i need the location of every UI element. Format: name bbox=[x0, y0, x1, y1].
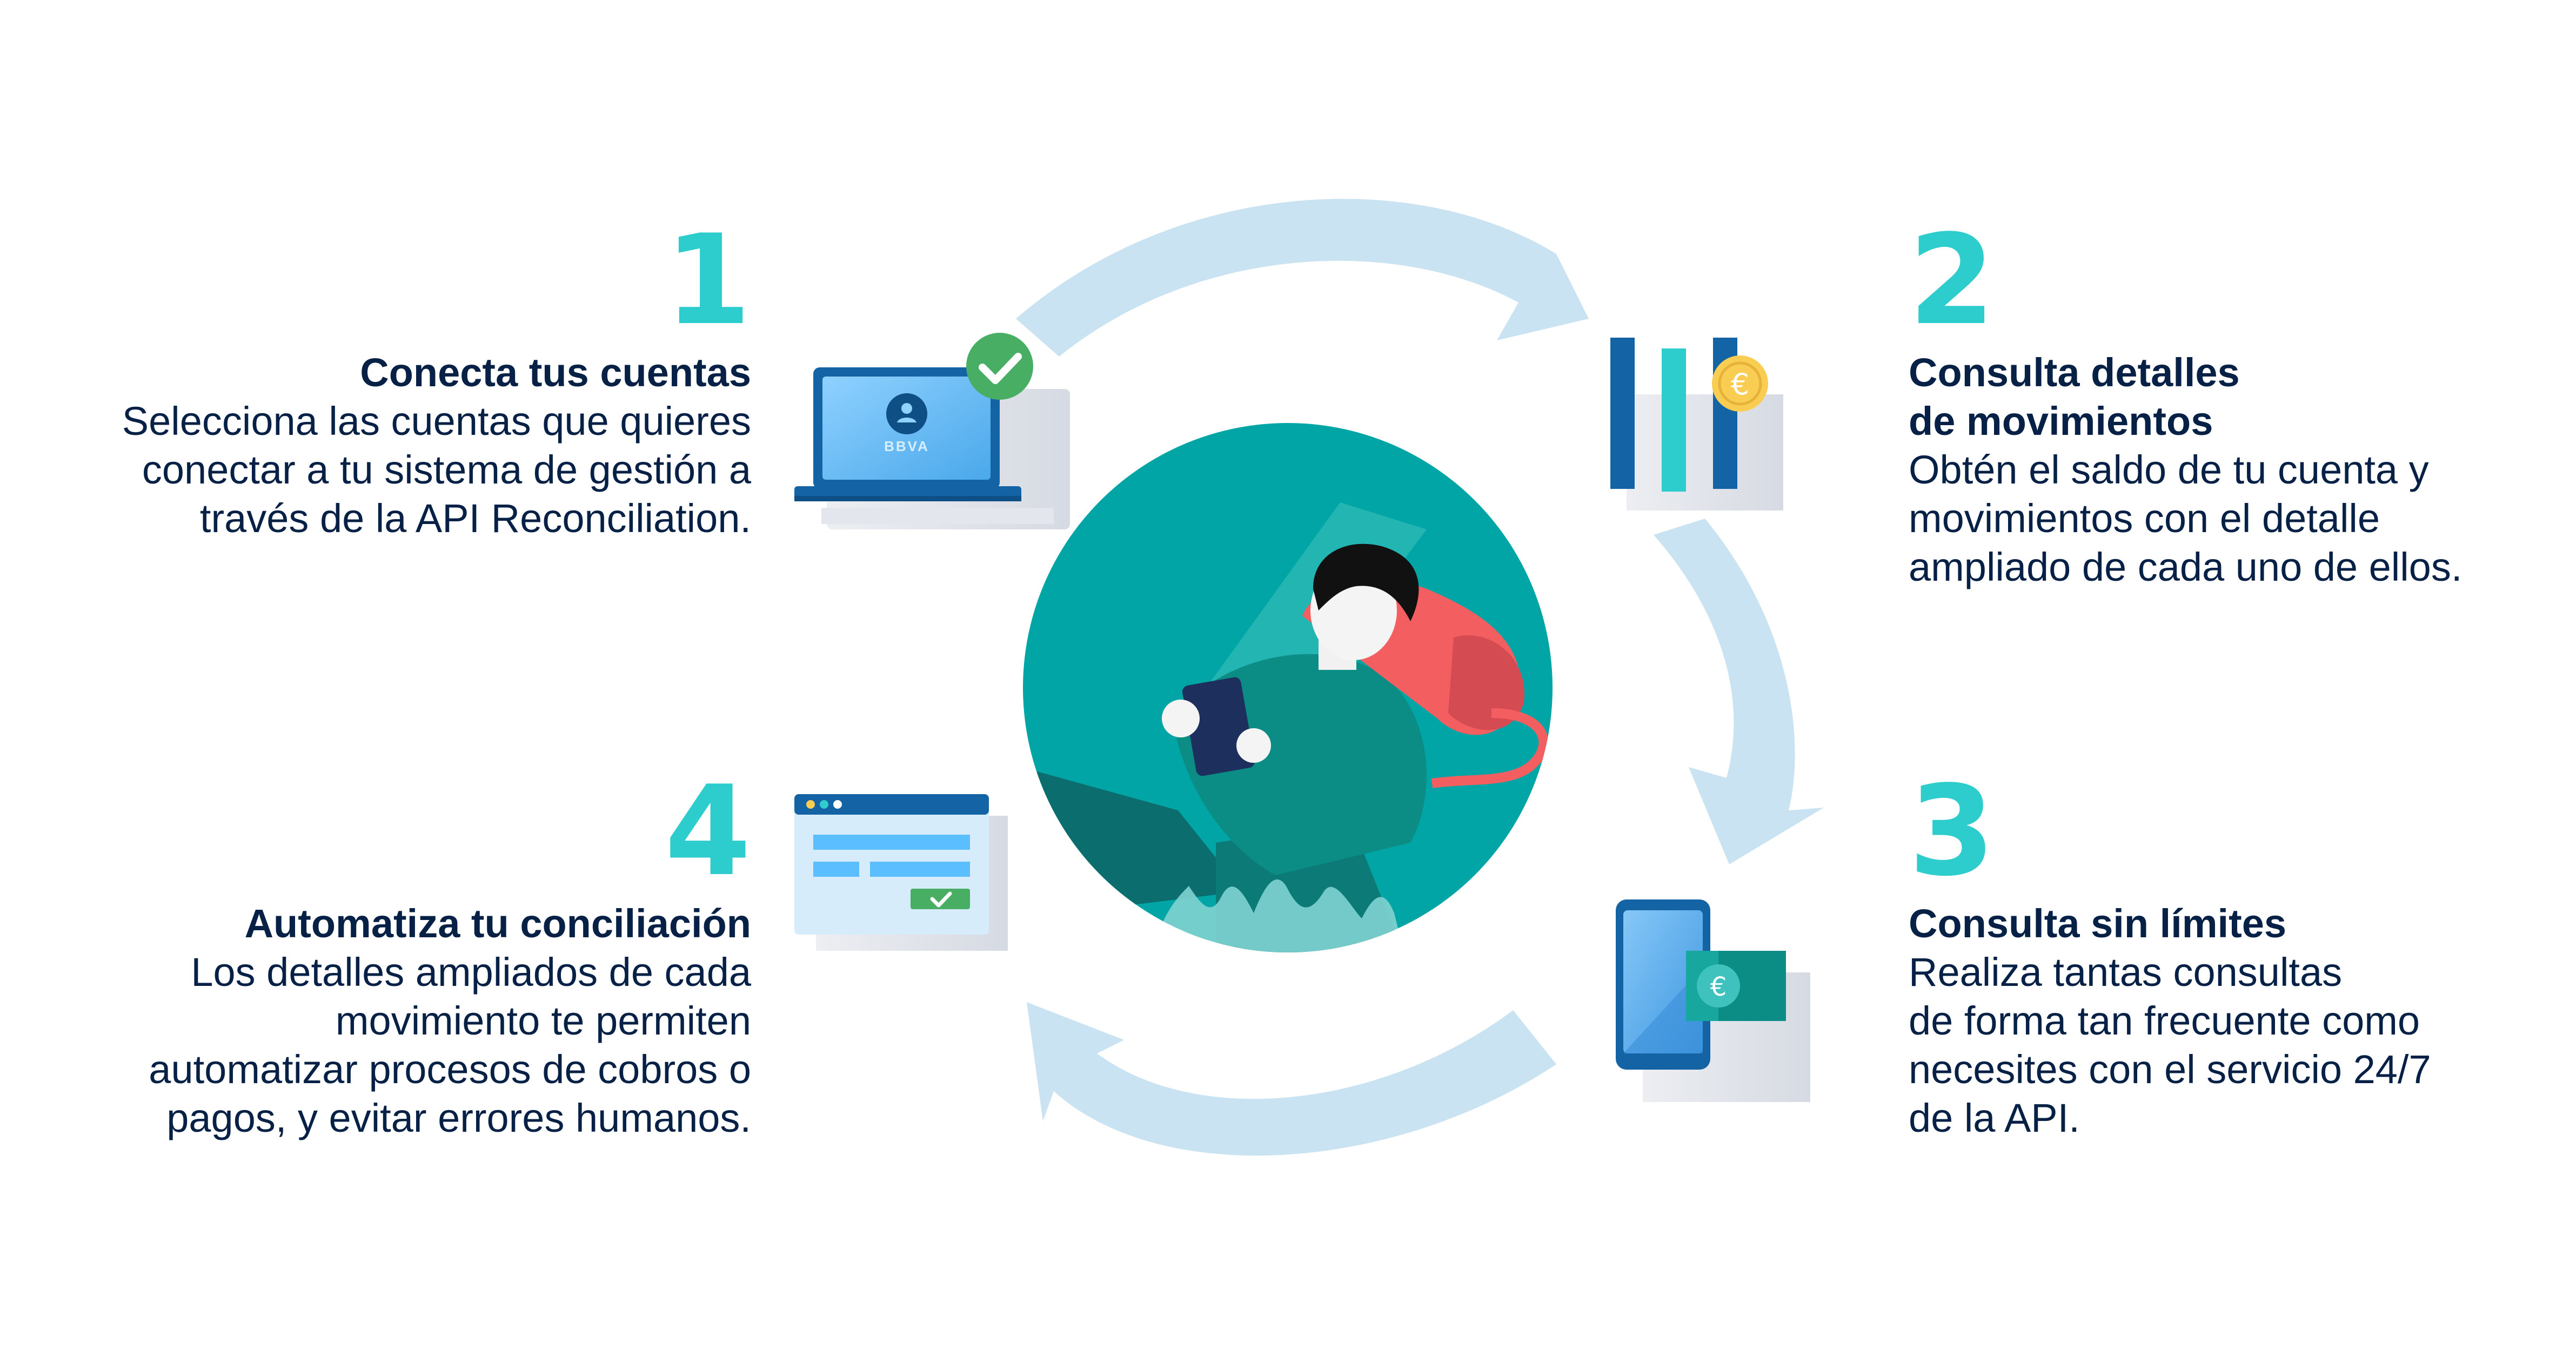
step-1-number: 1 bbox=[664, 209, 751, 353]
step-4-desc-line: movimiento te permiten bbox=[335, 998, 751, 1043]
step-2-desc-line: movimientos con el detalle bbox=[1909, 496, 2380, 541]
step-1-description: Selecciona las cuentas que quieres conec… bbox=[122, 397, 751, 543]
coin-euro-symbol: € bbox=[1731, 367, 1749, 401]
step-1-desc-line: través de la API Reconciliation. bbox=[199, 496, 751, 541]
laptop-brand-label: BBVA bbox=[884, 438, 929, 454]
step-3: 3 Consulta sin límites Realiza tantas co… bbox=[1909, 770, 2431, 1143]
step-2-desc-line: Obtén el saldo de tu cuenta y bbox=[1909, 447, 2429, 492]
step-2-title-line: Consulta detalles bbox=[1909, 350, 2240, 395]
step-1-desc-line: conectar a tu sistema de gestión a bbox=[142, 447, 751, 492]
step-2-title: Consulta detalles de movimientos bbox=[1909, 348, 2462, 446]
step-1-title: Conecta tus cuentas bbox=[122, 348, 751, 397]
banknote-euro-symbol: € bbox=[1710, 972, 1727, 1002]
cycle-arrows bbox=[1016, 199, 1824, 1156]
step-1-desc-line: Selecciona las cuentas que quieres bbox=[122, 399, 751, 444]
step-3-number: 3 bbox=[1909, 760, 1996, 904]
arrow-2-to-3 bbox=[1654, 519, 1824, 864]
step-3-description: Realiza tantas consultas de forma tan fr… bbox=[1909, 948, 2431, 1143]
central-illustration bbox=[1023, 423, 1553, 952]
arrow-1-to-2 bbox=[1016, 199, 1589, 357]
step-1: 1 Conecta tus cuentas Selecciona las cue… bbox=[122, 219, 751, 543]
browser-form-icon bbox=[794, 794, 1008, 951]
step-2-description: Obtén el saldo de tu cuenta y movimiento… bbox=[1909, 446, 2462, 592]
bar-chart-coin-icon: € bbox=[1610, 338, 1783, 511]
step-3-desc-line: de la API. bbox=[1909, 1096, 2080, 1140]
phone-banknote-icon: € bbox=[1616, 899, 1810, 1102]
laptop-check-icon: BBVA bbox=[794, 333, 1070, 529]
step-4-desc-line: pagos, y evitar errores humanos. bbox=[166, 1096, 751, 1140]
step-4-title: Automatiza tu conciliación bbox=[149, 899, 751, 948]
step-3-title: Consulta sin límites bbox=[1909, 899, 2431, 948]
step-4-title-line: Automatiza tu conciliación bbox=[244, 901, 751, 946]
step-3-title-line: Consulta sin límites bbox=[1909, 901, 2287, 946]
step-2: 2 Consulta detalles de movimientos Obtén… bbox=[1909, 219, 2462, 592]
step-1-title-line: Conecta tus cuentas bbox=[360, 350, 751, 395]
step-2-desc-line: ampliado de cada uno de ellos. bbox=[1909, 545, 2463, 589]
step-4: 4 Automatiza tu conciliación Los detalle… bbox=[149, 770, 751, 1143]
step-4-desc-line: Los detalles ampliados de cada bbox=[191, 950, 751, 995]
arrow-3-to-4 bbox=[1027, 1002, 1556, 1156]
step-2-title-line: de movimientos bbox=[1909, 399, 2213, 444]
step-3-desc-line: de forma tan frecuente como bbox=[1909, 998, 2420, 1043]
step-2-number: 2 bbox=[1909, 209, 1996, 353]
step-3-desc-line: Realiza tantas consultas bbox=[1909, 950, 2343, 995]
step-4-number: 4 bbox=[664, 760, 751, 904]
step-3-desc-line: necesites con el servicio 24/7 bbox=[1909, 1047, 2431, 1092]
step-4-desc-line: automatizar procesos de cobros o bbox=[149, 1047, 751, 1092]
step-4-description: Los detalles ampliados de cada movimient… bbox=[149, 948, 751, 1143]
